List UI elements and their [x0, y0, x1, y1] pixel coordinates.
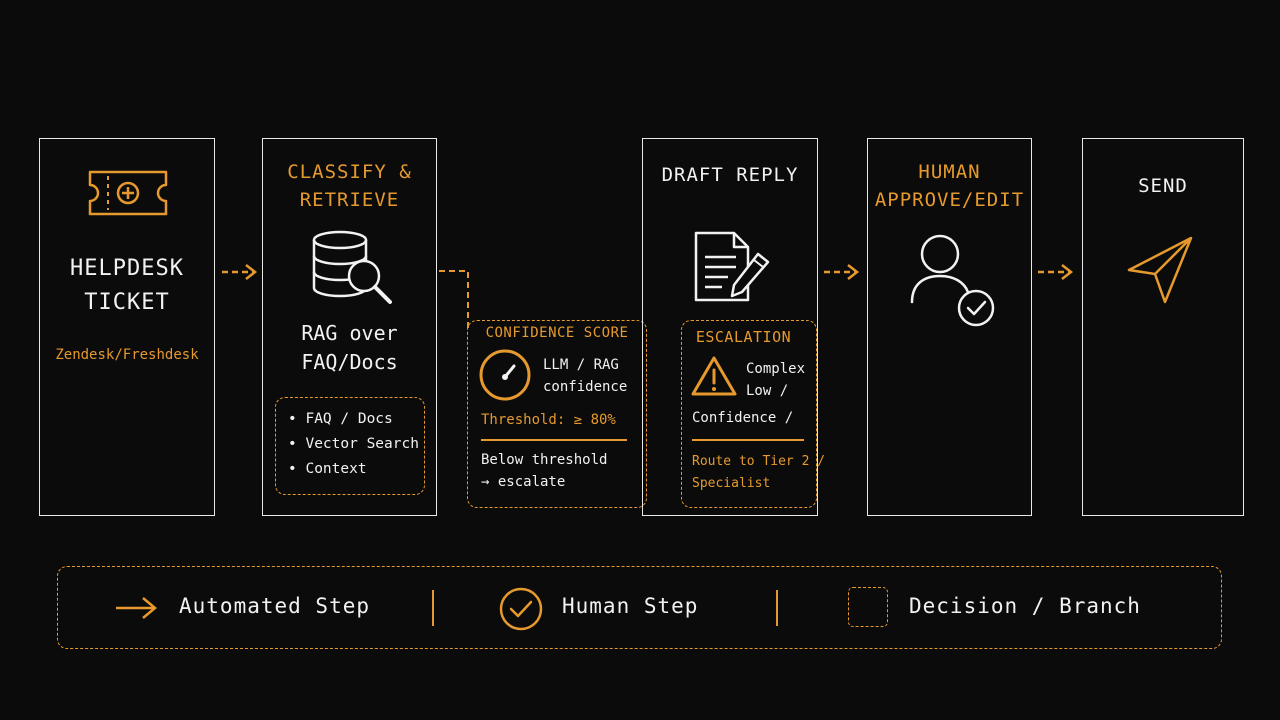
legend-decision-label: Decision / Branch	[909, 594, 1141, 618]
legend-arrow-icon	[116, 597, 157, 619]
legend-divider-2	[776, 590, 778, 626]
confidence-threshold: Threshold: ≥ 80%	[481, 412, 616, 428]
automated-arrow-3	[1038, 264, 1074, 280]
document-edit-icon	[694, 231, 770, 302]
confidence-title: CONFIDENCE SCORE	[485, 325, 629, 341]
confidence-below-line1: Below threshold	[481, 452, 608, 468]
escalation-line2: Low /	[746, 383, 789, 399]
send-panel	[1082, 138, 1244, 516]
send-title: SEND	[1138, 175, 1188, 197]
automated-arrow-2	[824, 264, 860, 280]
confidence-desc-line1: LLM / RAG	[543, 357, 619, 373]
classify-list-item-2: • Vector Search	[288, 436, 419, 452]
legend-check-icon	[499, 587, 543, 631]
legend-decision-swatch	[848, 587, 888, 627]
helpdesk-subtitle: Zendesk/Freshdesk	[55, 347, 199, 363]
human-title-line2: APPROVE/EDIT	[874, 189, 1025, 211]
escalation-box	[681, 320, 817, 508]
classify-body-line2: FAQ/Docs	[301, 350, 398, 374]
paper-plane-icon	[1127, 236, 1193, 304]
legend-automated-label: Automated Step	[179, 594, 371, 618]
escalation-line1: Complex	[746, 361, 806, 377]
automated-arrow-1	[222, 264, 258, 280]
draft-reply-panel	[642, 138, 818, 516]
escalation-divider	[692, 439, 804, 441]
ticket-icon	[88, 170, 168, 216]
classify-list-box	[275, 397, 425, 495]
confidence-below-line2: → escalate	[481, 474, 566, 490]
classify-list-item-3: • Context	[288, 461, 367, 477]
classify-title-line2: RETRIEVE	[299, 189, 400, 211]
classify-retrieve-panel	[262, 138, 437, 516]
escalation-route-line2: Specialist	[692, 476, 771, 491]
user-check-icon	[910, 234, 995, 327]
helpdesk-ticket-panel	[39, 138, 215, 516]
human-approve-panel	[867, 138, 1032, 516]
draft-title: DRAFT REPLY	[661, 164, 799, 186]
confidence-score-box	[467, 320, 647, 508]
helpdesk-title-line2: TICKET	[84, 290, 170, 315]
escalation-route-line1: Route to Tier 2 /	[692, 454, 826, 469]
branch-connector	[439, 270, 469, 328]
human-title-line1: HUMAN	[918, 161, 981, 183]
escalation-title: ESCALATION	[695, 328, 792, 346]
warning-icon	[691, 356, 737, 396]
gauge-icon	[479, 349, 531, 401]
confidence-desc-line2: confidence	[543, 379, 628, 395]
classify-list-item-1: • FAQ / Docs	[288, 411, 393, 427]
legend-human-label: Human Step	[562, 594, 699, 618]
escalation-line3: Confidence /	[692, 410, 794, 426]
legend-divider-1	[432, 590, 434, 626]
database-search-icon	[312, 230, 392, 304]
legend-box	[57, 566, 1222, 649]
helpdesk-title-line1: HELPDESK	[70, 256, 184, 281]
classify-title-line1: CLASSIFY &	[287, 161, 412, 183]
confidence-divider	[481, 439, 627, 441]
classify-body-line1: RAG over	[301, 321, 398, 345]
